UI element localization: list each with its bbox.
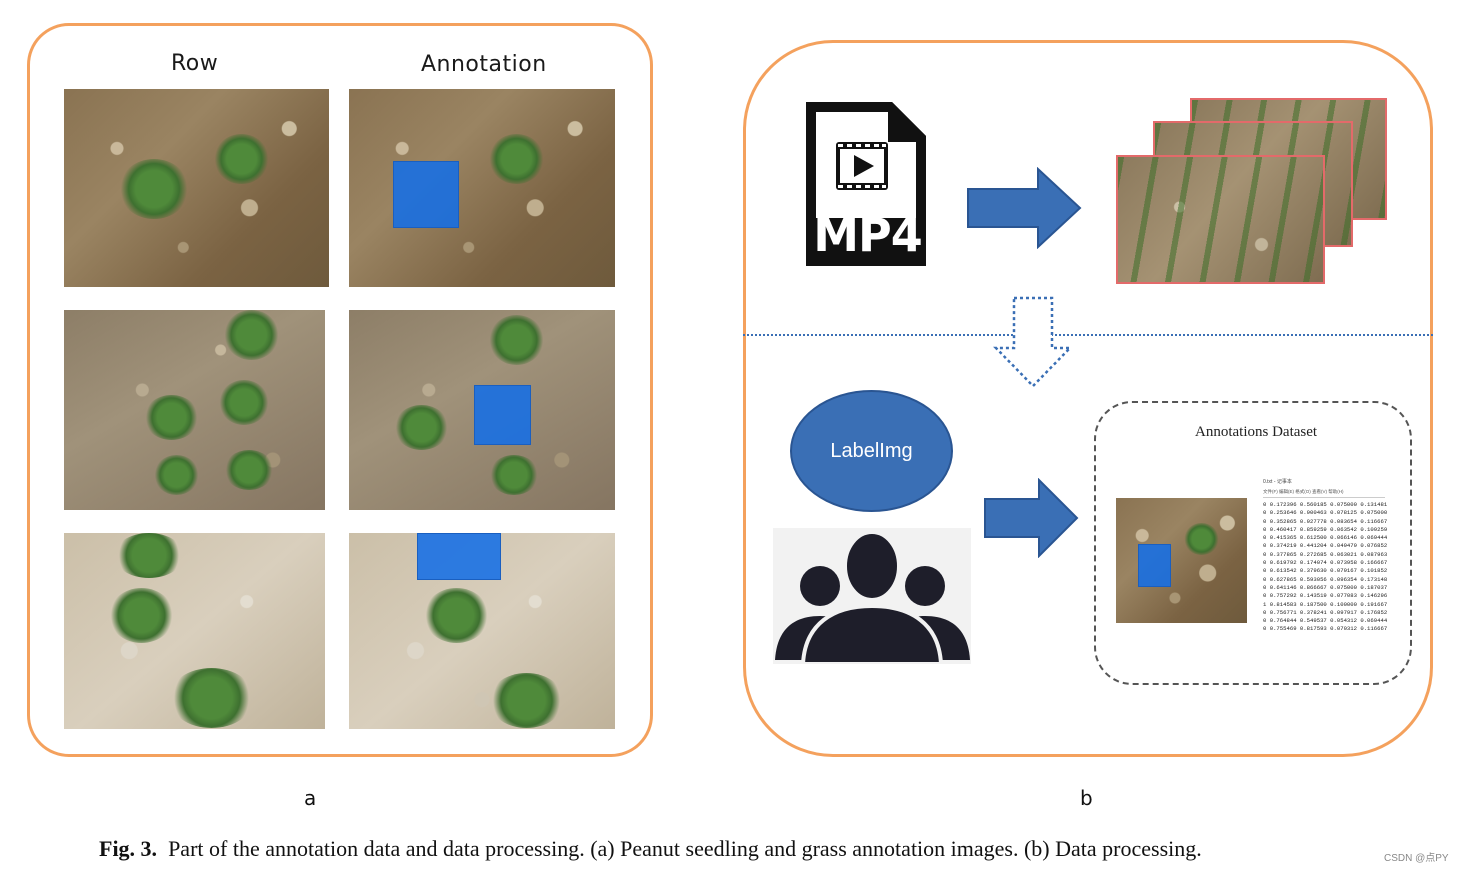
raw-image-3: [64, 533, 325, 729]
seedling: [154, 455, 199, 495]
txt-line: 0 0.172396 0.560185 0.075000 0.131481: [1263, 501, 1388, 508]
annotations-dataset-box: [1094, 401, 1412, 685]
txt-line: 0 0.374219 0.441204 0.049479 0.076852: [1263, 542, 1388, 550]
seedling: [1184, 523, 1219, 555]
mp4-label: MP4: [813, 208, 923, 262]
dataset-sample-image: [1116, 498, 1247, 623]
txt-line: 0 0.755469 0.817593 0.070312 0.116667: [1263, 625, 1388, 633]
figure-caption: Fig. 3. Part of the annotation data and …: [99, 836, 1202, 862]
seedling: [489, 673, 564, 728]
seedling: [214, 134, 269, 184]
annotation-box: [393, 161, 459, 228]
video-frame-1: [1116, 155, 1325, 284]
seedling: [224, 450, 274, 490]
annotated-image-1: [349, 89, 615, 287]
right-arrow-icon: [967, 167, 1082, 249]
txt-line: 0 0.352865 0.927778 0.083654 0.116667: [1263, 517, 1388, 525]
annotation-box: [417, 533, 501, 580]
seedling: [114, 533, 184, 578]
section-divider: [743, 334, 1433, 336]
panel-b-frame: [743, 40, 1433, 757]
seedling: [424, 588, 489, 643]
seedling: [144, 395, 199, 440]
annotated-image-2: [349, 310, 615, 510]
row-column-header: Row: [171, 51, 219, 76]
txt-line: 0 0.757292 0.143519 0.077083 0.146296: [1263, 592, 1388, 600]
annotation-box: [1138, 544, 1171, 587]
txt-line: 0 0.377865 0.272685 0.063021 0.087963: [1263, 550, 1388, 558]
right-arrow-icon: [984, 478, 1079, 558]
panel-a-frame: [27, 23, 653, 757]
txt-line: 0 0.627865 0.593056 0.096354 0.173148: [1263, 575, 1388, 583]
seedling: [219, 380, 269, 425]
seedling: [489, 455, 539, 495]
seedling: [119, 159, 189, 219]
txt-line: 0 0.764844 0.549537 0.054312 0.069444: [1263, 617, 1388, 625]
txt-line: 0 0.253646 0.900463 0.078125 0.075000: [1263, 509, 1388, 517]
txt-menu-bar: 文件(F) 编辑(E) 格式(O) 查看(V) 帮助(H): [1263, 489, 1385, 498]
down-arrow-icon: [993, 296, 1073, 388]
annotation-column-header: Annotation: [421, 52, 547, 77]
txt-line: 0 0.756771 0.378241 0.097917 0.176852: [1263, 608, 1388, 616]
txt-line: 1 0.814583 0.187500 0.100000 0.191667: [1263, 600, 1388, 608]
seedling: [489, 134, 544, 184]
txt-line: 0 0.460417 0.859259 0.063542 0.109259: [1263, 525, 1388, 533]
seedling: [169, 668, 254, 728]
labelimg-tool: LabelImg: [790, 390, 953, 512]
annotation-box: [474, 385, 531, 445]
figure-label: Fig. 3.: [99, 836, 158, 861]
seedling: [224, 310, 279, 360]
people-group-icon: [773, 528, 971, 664]
txt-line: 0 0.613542 0.379630 0.079167 0.101852: [1263, 567, 1388, 575]
txt-line: 0 0.415365 0.612500 0.066146 0.069444: [1263, 534, 1388, 542]
raw-image-2: [64, 310, 325, 510]
panel-a-letter: a: [304, 786, 317, 810]
seedling: [109, 588, 174, 643]
watermark: CSDN @点PY: [1384, 853, 1449, 864]
raw-image-1: [64, 89, 329, 287]
txt-line: 0 0.641146 0.866667 0.075000 0.187037: [1263, 583, 1388, 591]
label-text-window: 0.txt - 记事本 文件(F) 编辑(E) 格式(O) 查看(V) 帮助(H…: [1263, 478, 1388, 658]
annotated-image-3: [349, 533, 615, 729]
dataset-title: Annotations Dataset: [1195, 424, 1318, 440]
txt-window-title: 0.txt - 记事本: [1263, 479, 1292, 485]
seedling: [489, 315, 544, 365]
panel-b-letter: b: [1080, 786, 1093, 810]
txt-line: 0 0.619792 0.174074 0.073958 0.166667: [1263, 559, 1388, 567]
seedling: [394, 405, 449, 450]
mp4-file-icon: [806, 102, 926, 266]
caption-text: Part of the annotation data and data pro…: [168, 836, 1202, 861]
